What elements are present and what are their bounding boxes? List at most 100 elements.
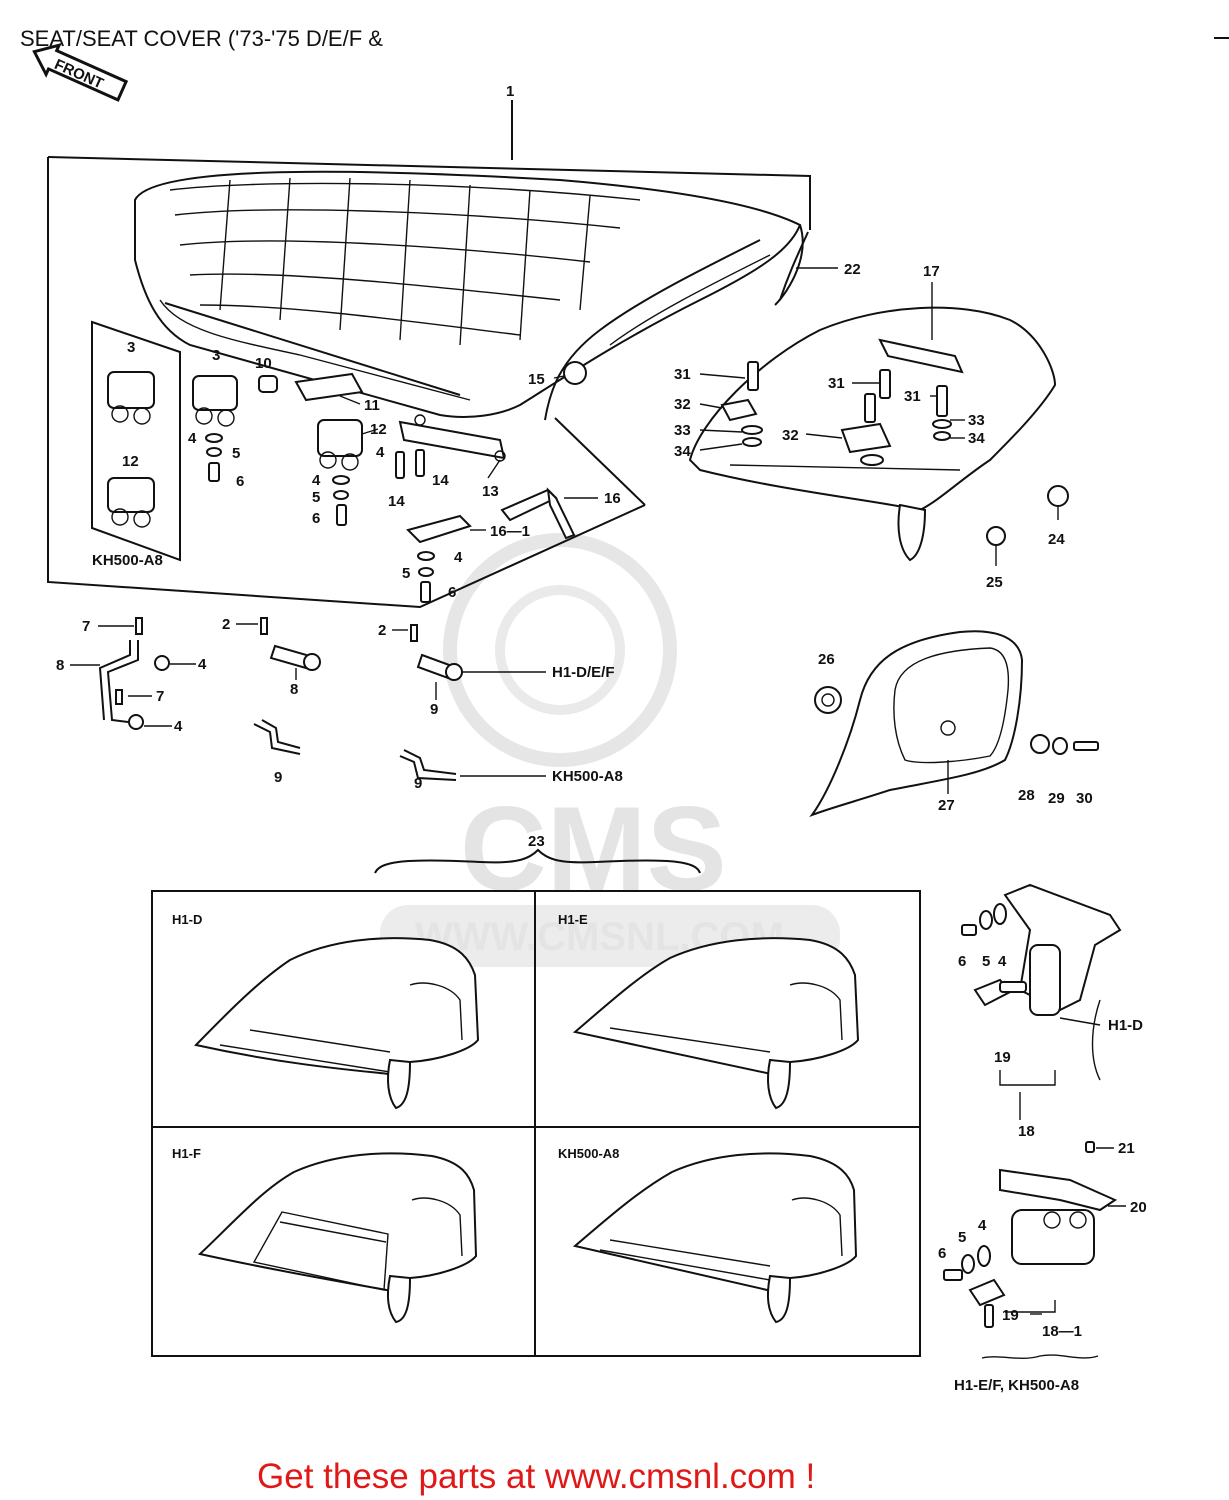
callout-5-c: 5 [402,565,410,582]
cap-10 [258,375,278,393]
hinge-3-center [192,375,238,427]
callout-6-b: 6 [312,510,320,527]
callout-19-b: 19 [1002,1307,1019,1324]
callout-4-a: 4 [188,430,197,447]
callout-9-b: 9 [274,769,282,786]
hinge-3-left [107,371,155,425]
callout-8-b: 8 [290,681,298,698]
footer-cta-link[interactable]: Get these parts at www.cmsnl.com ! [257,1457,815,1496]
callout-26: 26 [818,651,835,668]
tail-cover-27 [809,630,1024,818]
lock-assembly-h1-d [961,883,1122,1086]
callout-4-b: 4 [312,472,321,489]
nut-25 [986,526,1006,546]
callout-19-a: 19 [994,1049,1011,1066]
brace-23 [374,848,701,874]
variant-panel-kh500-a8: KH500-A8 [558,1146,858,1324]
callout-22: 22 [844,261,861,278]
watermark: CMS WWW.CMSNL.COM [380,533,840,967]
screws-14 [395,449,425,479]
variant-label-kh500-a8: KH500-A8 [558,1146,619,1161]
callout-31-a: 31 [674,366,691,383]
lock-fasteners-h1-d [961,903,1007,936]
variant-panel-h1-e: H1-E [558,912,860,1110]
callout-4-d: 4 [454,549,463,566]
callout-4-f: 4 [174,718,183,735]
variant-panel-h1-f: H1-F [172,1146,478,1324]
page-title: SEAT/SEAT COVER ('73-'75 D/E/F & [20,26,383,51]
grab-rail-22 [779,231,809,301]
callout-25: 25 [986,574,1003,591]
callout-2-b: 2 [378,622,386,639]
callout-5-e: 5 [958,1229,966,1246]
variant-panel-grid [151,890,921,1357]
washers-4-5-6-b [332,475,350,526]
bracket-16 [500,487,576,540]
callout-16-1: 16—1 [490,523,530,540]
callout-9-a: 9 [430,701,438,718]
callout-6-a: 6 [236,473,244,490]
callout-21: 21 [1118,1140,1135,1157]
bolts-31-32-33-34-center [840,369,892,466]
seat-assembly-frame [47,100,811,609]
callout-30: 30 [1076,790,1093,807]
callout-h1-ef-kh500-lock: H1-E/F, KH500-A8 [954,1377,1079,1394]
callout-16: 16 [604,490,621,507]
callout-9-c: 9 [414,775,422,792]
callout-15: 15 [528,371,545,388]
callout-17: 17 [923,263,940,280]
bolts-31-32-33-34-left [720,361,763,447]
callout-32-a: 32 [674,396,691,413]
lock-assembly-h1-ef-kh500 [943,1141,1118,1359]
callout-34-b: 34 [968,430,985,447]
kh500-hinge-group [91,320,181,562]
callout-33-b: 33 [968,412,985,429]
rod-8-assembly [98,617,143,723]
pin-9-kh500 [399,749,457,781]
seat-quilt-pattern [169,177,641,346]
callout-11: 11 [364,397,380,414]
callout-12-left: 12 [122,453,139,470]
callout-7-a: 7 [82,618,90,635]
callout-6-c: 6 [448,584,456,601]
callout-34-a: 34 [674,443,691,460]
callout-4-h: 4 [978,1217,987,1234]
washer-4-f [128,714,144,730]
washers-4-5-6-c [417,551,435,603]
callout-1: 1 [506,83,514,100]
callout-6-e: 6 [938,1245,946,1262]
callout-23: 23 [528,833,545,850]
callout-13: 13 [482,483,499,500]
callout-kh500-a8-pin: KH500-A8 [552,768,623,785]
callout-8-a: 8 [56,657,64,674]
callout-31-b: 31 [828,375,845,392]
callout-h1-d-lock: H1-D [1108,1017,1143,1034]
hinge-12-left [107,477,155,528]
pin-9-l-shape [253,719,301,755]
callout-h1-def-pin: H1-D/E/F [552,664,615,681]
washer-4-e [154,655,170,671]
bracket-11 [294,372,364,402]
callout-31-c: 31 [904,388,921,405]
nut-24 [1047,485,1069,507]
callout-7-b: 7 [156,688,164,705]
callout-33-a: 33 [674,422,691,439]
clip-2-b [410,624,418,642]
callout-2-a: 2 [222,616,230,633]
callout-20: 20 [1130,1199,1147,1216]
callout-24: 24 [1048,531,1065,548]
callout-6-d: 6 [958,953,966,970]
callout-5-a: 5 [232,445,240,462]
variant-label-h1-f: H1-F [172,1146,201,1161]
callout-4-c: 4 [376,444,385,461]
plate-13 [398,414,506,462]
grommet-15 [563,361,587,385]
bolts-31-33-34-right [932,385,952,441]
variant-panel-h1-d: H1-D [172,912,480,1110]
callout-5-d: 5 [982,953,990,970]
callout-32-b: 32 [782,427,799,444]
variant-label-h1-d: H1-D [172,912,202,927]
seat-cushion [134,170,804,421]
leader-lines [70,267,1126,1315]
variant-label-h1-e: H1-E [558,912,588,927]
